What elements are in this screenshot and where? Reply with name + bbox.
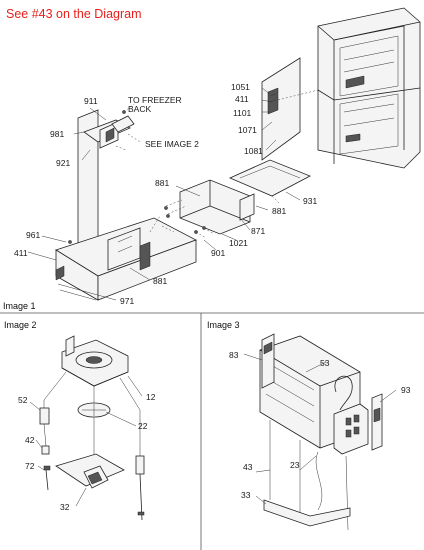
callout-12: 12: [146, 392, 156, 402]
callout-83: 83: [229, 350, 239, 360]
callout-881-right: 881: [272, 206, 286, 216]
callout-881-upper: 881: [155, 178, 169, 188]
callout-1051: 1051: [231, 82, 250, 92]
callout-43: 43: [243, 462, 253, 472]
bottom-rail-drawing: [229, 159, 311, 205]
image-3-detail-view: Image 3 83 53: [207, 320, 411, 531]
main-exploded-view: 911 TO FREEZER BACK 981 SEE IMAGE 2 921 …: [3, 7, 421, 311]
callout-33: 33: [241, 490, 251, 500]
callout-72: 72: [25, 461, 35, 471]
refrigerator-cabinet-drawing: [317, 7, 421, 169]
main-view-screws: [68, 110, 206, 244]
callout-411-upper: 411: [235, 94, 249, 104]
callout-901: 901: [211, 248, 225, 258]
image-2-caption: Image 2: [4, 320, 37, 330]
image-1-caption: Image 1: [3, 301, 36, 311]
callout-see-image-2: SEE IMAGE 2: [145, 139, 199, 149]
callout-23: 23: [290, 460, 300, 470]
callout-52: 52: [18, 395, 28, 405]
callout-53: 53: [320, 358, 330, 368]
bottom-cover-drawing: [55, 215, 197, 301]
callout-1021: 1021: [229, 238, 248, 248]
callout-881-lower: 881: [153, 276, 167, 286]
callout-971: 971: [120, 296, 134, 306]
diagram-reference-note: See #43 on the Diagram: [6, 7, 142, 21]
callout-931: 931: [303, 196, 317, 206]
callout-22: 22: [138, 421, 148, 431]
image-2-detail-view: Image 2: [4, 320, 156, 521]
callout-981: 981: [50, 129, 64, 139]
callout-911: 911: [84, 96, 98, 106]
callout-411-lower: 411: [14, 248, 28, 258]
callout-961: 961: [26, 230, 40, 240]
callout-to-freezer: TO FREEZER: [128, 95, 182, 105]
callout-1071: 1071: [238, 125, 257, 135]
main-view-leader-lines: [27, 87, 301, 301]
callout-back: BACK: [128, 104, 151, 114]
panel-dividers: [0, 312, 424, 550]
air-duct-panel-drawing: [261, 57, 319, 161]
callout-42: 42: [25, 435, 35, 445]
callout-1101: 1101: [233, 108, 252, 118]
control-housing-drawing: [77, 103, 141, 253]
callout-871: 871: [251, 226, 265, 236]
callout-32: 32: [60, 502, 70, 512]
callout-93: 93: [401, 385, 411, 395]
callout-1081: 1081: [244, 146, 263, 156]
callout-921: 921: [56, 158, 70, 168]
image-3-caption: Image 3: [207, 320, 240, 330]
support-bracket-drawing: [165, 179, 255, 239]
